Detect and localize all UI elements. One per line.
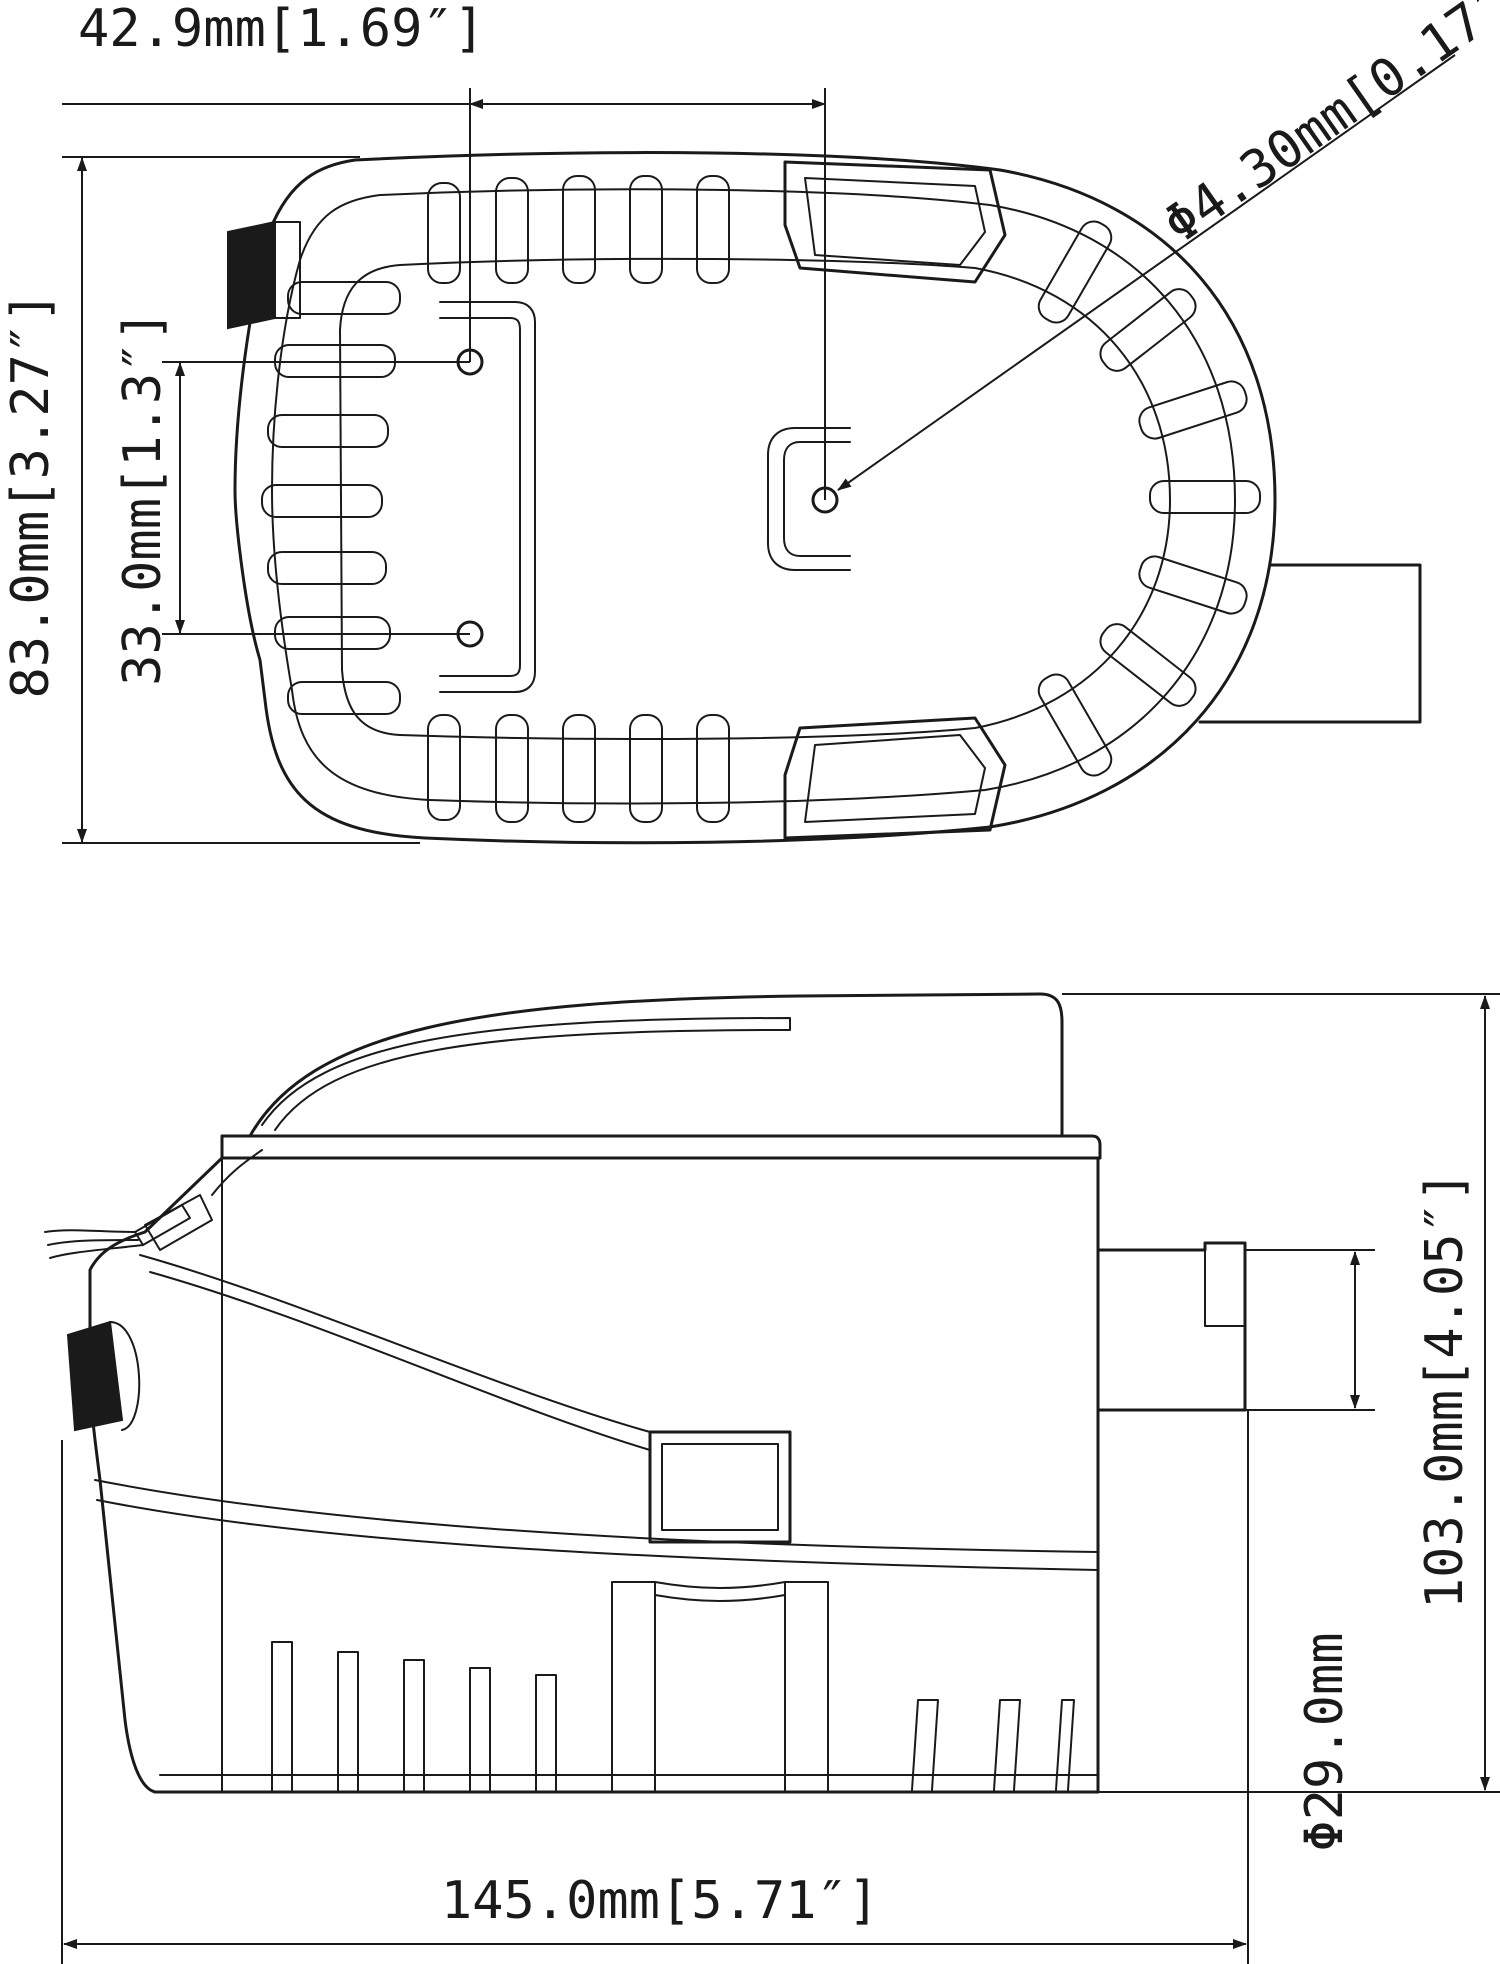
left-inlet-slots (261, 281, 401, 715)
centre-bracket (767, 427, 851, 571)
wire-sleeve (134, 1204, 191, 1246)
inlet-slot (562, 714, 596, 823)
inlet-slot (1099, 623, 1197, 707)
top-view-outlet (1198, 563, 1422, 724)
float-switch-guard (274, 221, 301, 319)
side-view-top-cap (220, 1134, 1102, 1160)
side-view-dome-ridge (261, 1017, 791, 1131)
float-switch-knob-icon (66, 1320, 124, 1432)
inlet-slot (267, 414, 389, 448)
inlet-slot (629, 714, 663, 823)
label-hole-spacing: 33.0mm[1.3″] (113, 310, 173, 686)
label-overall-depth: 83.0mm[3.27″] (1, 292, 61, 699)
dimension-leader-hole (837, 54, 1456, 491)
label-top-width: 42.9mm[1.69″] (78, 0, 485, 59)
side-view-outlet (1096, 1241, 1247, 1412)
wire-lead (47, 1239, 139, 1246)
mounting-tab-bottom-inner (804, 734, 986, 823)
side-view-sweep-1 (139, 1254, 651, 1433)
inlet-slot (495, 714, 529, 823)
side-view-label-plate (648, 1430, 792, 1544)
top-view-outer-shell (233, 151, 1277, 845)
inlet-slot (611, 1581, 656, 1791)
inlet-slot (535, 1674, 557, 1791)
inlet-slot (1138, 555, 1248, 615)
side-view-center-channel (654, 1581, 786, 1602)
top-view-inner-rim (271, 188, 1236, 805)
inlet-slot (562, 175, 596, 284)
top-view-inner-floor (339, 257, 1171, 741)
inlet-slot (784, 1581, 829, 1791)
inlet-slot (495, 177, 529, 284)
label-outlet-diameter: Φ29.0mm (1295, 1632, 1355, 1851)
inlet-slot (696, 175, 730, 284)
side-view-outlet-lip (1204, 1249, 1246, 1327)
inlet-slot (993, 1699, 1021, 1791)
mounting-bracket (439, 301, 536, 693)
inlet-slot (696, 714, 730, 823)
side-view-belt-2 (96, 1499, 1099, 1571)
side-view (44, 992, 1500, 1964)
inlet-slot (629, 175, 663, 284)
wire-lead (49, 1244, 144, 1259)
float-switch-knob-icon (227, 220, 276, 330)
wire-lead (44, 1229, 136, 1233)
label-hole-diameter: Φ4.30mm[0.17″] (1153, 0, 1500, 256)
side-view-body (88, 1156, 1100, 1794)
label-overall-height: 103.0mm[4.05″] (1415, 1171, 1475, 1609)
top-view (62, 54, 1456, 845)
inlet-slot (1037, 673, 1113, 777)
inlet-slot (427, 182, 461, 284)
inlet-slot (469, 1667, 491, 1791)
side-view-belt (94, 1479, 1099, 1553)
inlet-slot (1037, 220, 1113, 324)
wire-leads-icon (44, 1149, 263, 1259)
label-overall-length: 145.0mm[5.71″] (441, 1871, 879, 1931)
inlet-slot (1099, 288, 1197, 372)
inlet-slot (267, 551, 387, 585)
mounting-tab-top-inner (804, 177, 986, 266)
top-inlet-slots (427, 175, 730, 284)
wire-cable (211, 1149, 263, 1196)
side-view-dome (248, 992, 1064, 1138)
inlet-slot (403, 1659, 425, 1791)
inlet-slot (287, 681, 401, 715)
side-view-label-plate-inner (661, 1443, 779, 1531)
inlet-slot (271, 1641, 293, 1791)
inlet-slot (1055, 1699, 1075, 1791)
side-view-sweep-2 (149, 1271, 651, 1451)
inlet-slot (1138, 380, 1248, 440)
side-inlet-slots (271, 1581, 1075, 1791)
float-switch-housing (109, 1321, 141, 1431)
inlet-slot (261, 484, 383, 518)
inlet-slot (427, 714, 461, 821)
inlet-slot (337, 1651, 359, 1791)
mounting-tab-bottom (783, 716, 1007, 840)
inlet-slot (1149, 480, 1261, 514)
right-inlet-slots (1037, 220, 1261, 777)
bottom-inlet-slots (427, 714, 730, 823)
inlet-slot (287, 281, 401, 315)
inlet-slot (911, 1699, 939, 1791)
mounting-tab-top (783, 160, 1007, 284)
